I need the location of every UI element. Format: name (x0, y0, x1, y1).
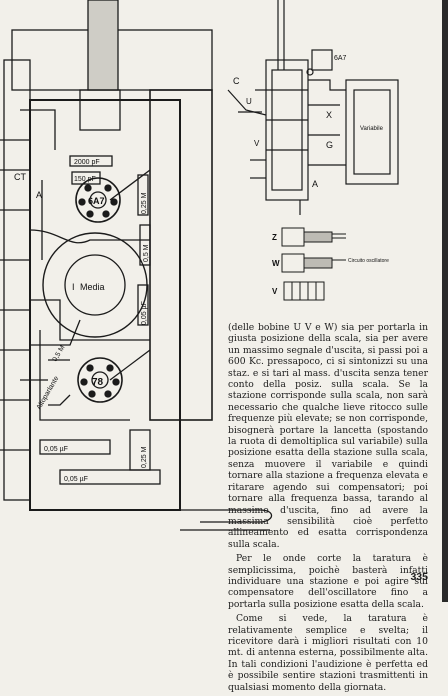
article-text: (delle bobine U V e W) sia per portarla … (228, 322, 428, 696)
coil-z-label: Z (272, 233, 277, 242)
media-frequency-label: Media (80, 282, 105, 292)
tube-6a7-label: 6A7 (88, 196, 105, 206)
article-paragraph: Come si vede, la taratura è relativament… (228, 613, 428, 693)
diagram-label-g: G (326, 140, 333, 150)
res-025m-mid-label: 0,25 M (141, 446, 148, 468)
variable-capacitor-label: Variabile (360, 126, 384, 132)
diagram-label-x: X (326, 110, 332, 120)
cap-150pf-label: 150 pF (74, 176, 96, 183)
label-a: A (36, 190, 42, 200)
cap-005-left-label: 0,05 µF (44, 446, 68, 453)
oscillator-circuit-note: Circuito oscillatore (348, 258, 389, 264)
article-paragraph: (delle bobine U V e W) sia per portarla … (228, 322, 428, 550)
diagram-label-v: V (254, 139, 260, 148)
coil-v-label: V (272, 287, 278, 296)
cap-005-bottom-label: 0,05 µF (64, 476, 88, 483)
page-number: 335 (410, 571, 428, 583)
cap-005-mid-label: 0,05 µF (141, 301, 148, 325)
diagram-tube-label: 6A7 (334, 55, 347, 62)
label-i: I (72, 282, 75, 292)
diagram-label-c: C (233, 76, 240, 86)
tube-78-label: 78 (92, 377, 104, 388)
label-ct: CT (14, 172, 26, 182)
diagram-label-u: U (246, 97, 252, 106)
coil-x-label: W (272, 259, 280, 268)
cap-2000pf-label: 2000 pF (74, 159, 100, 166)
diagram-label-a: A (312, 179, 318, 189)
page-edge-shadow (442, 0, 448, 602)
res-05m-upper-label: 0,5 M (143, 244, 150, 262)
res-025m-right-label: 0,25 M (141, 192, 148, 214)
chassis-wiring-schematic: CT A 2000 pF 150 pF 0,25 M 0,5 M 6A7 Med… (0, 0, 399, 531)
